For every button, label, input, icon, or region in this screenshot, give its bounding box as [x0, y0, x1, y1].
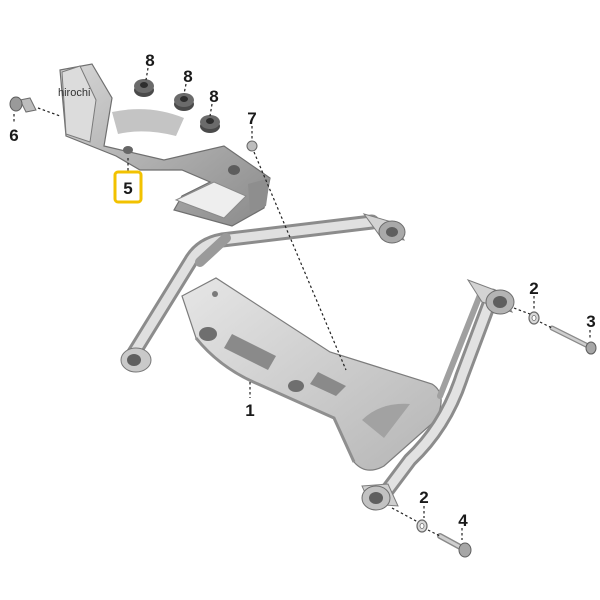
- screw-7: [246, 140, 258, 152]
- washer-2-upper: [528, 311, 540, 325]
- bolt-4: [437, 533, 472, 558]
- callout-3: 3: [586, 312, 595, 331]
- screw-6: [9, 96, 37, 113]
- left-foot-bushing: [120, 347, 152, 373]
- center-stand: [120, 213, 515, 511]
- right-foot-bushing: [361, 483, 399, 511]
- washer-2-lower: [416, 519, 428, 533]
- grommet-2: [174, 93, 194, 111]
- callout-6: 6: [9, 126, 18, 145]
- callout-1: 1: [245, 401, 254, 420]
- mounting-bracket: [59, 63, 271, 227]
- callout-5: 5: [123, 179, 132, 198]
- upper-pivot-bushing: [362, 213, 406, 244]
- grommet-3: [200, 115, 220, 133]
- callout-2-lower: 2: [419, 488, 428, 507]
- callout-5-highlight: [113, 170, 143, 204]
- grommet-1: [134, 79, 154, 97]
- callout-8-middle: 8: [183, 67, 192, 86]
- callout-8-right: 8: [209, 87, 218, 106]
- stand-plate: [181, 277, 442, 471]
- right-pivot-bushing: [466, 279, 515, 315]
- callout-8-left: 8: [145, 51, 154, 70]
- callout-4: 4: [458, 511, 468, 530]
- callout-2-upper: 2: [529, 279, 538, 298]
- bolt-3: [549, 325, 597, 355]
- leader-lines: [13, 67, 591, 540]
- watermark: hirochi: [58, 87, 90, 99]
- callout-7: 7: [247, 109, 256, 128]
